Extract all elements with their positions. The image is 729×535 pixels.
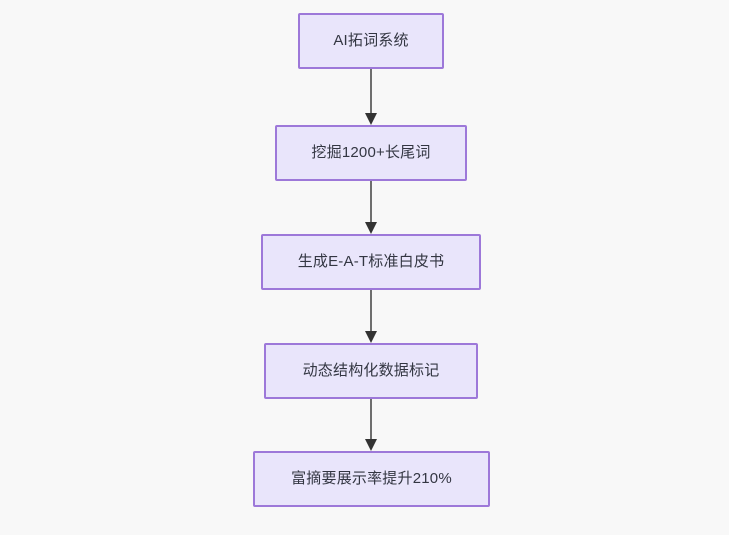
edge-node-1-to-node-2 xyxy=(365,69,377,125)
flow-node-label: 生成E-A-T标准白皮书 xyxy=(297,253,445,270)
flow-node-rich-snippet-result[interactable]: 富摘要展示率提升210% xyxy=(253,451,490,507)
arrowhead-icon xyxy=(365,331,377,343)
edge-node-4-to-node-5 xyxy=(365,399,377,451)
flow-node-structured-data-markup[interactable]: 动态结构化数据标记 xyxy=(264,343,478,399)
edge-node-3-to-node-4 xyxy=(365,290,377,343)
arrowhead-icon xyxy=(365,222,377,234)
arrowhead-icon xyxy=(365,113,377,125)
flow-node-label: AI拓词系统 xyxy=(333,32,409,49)
flow-node-label: 富摘要展示率提升210% xyxy=(291,470,452,487)
flow-node-eat-whitepaper[interactable]: 生成E-A-T标准白皮书 xyxy=(261,234,481,290)
flow-node-label: 动态结构化数据标记 xyxy=(302,362,440,379)
flow-node-label: 挖掘1200+长尾词 xyxy=(311,144,431,161)
flow-node-longtail-keywords[interactable]: 挖掘1200+长尾词 xyxy=(275,125,467,181)
edge-node-2-to-node-3 xyxy=(365,181,377,234)
flow-node-ai-keyword-system[interactable]: AI拓词系统 xyxy=(298,13,444,69)
arrowhead-icon xyxy=(365,439,377,451)
